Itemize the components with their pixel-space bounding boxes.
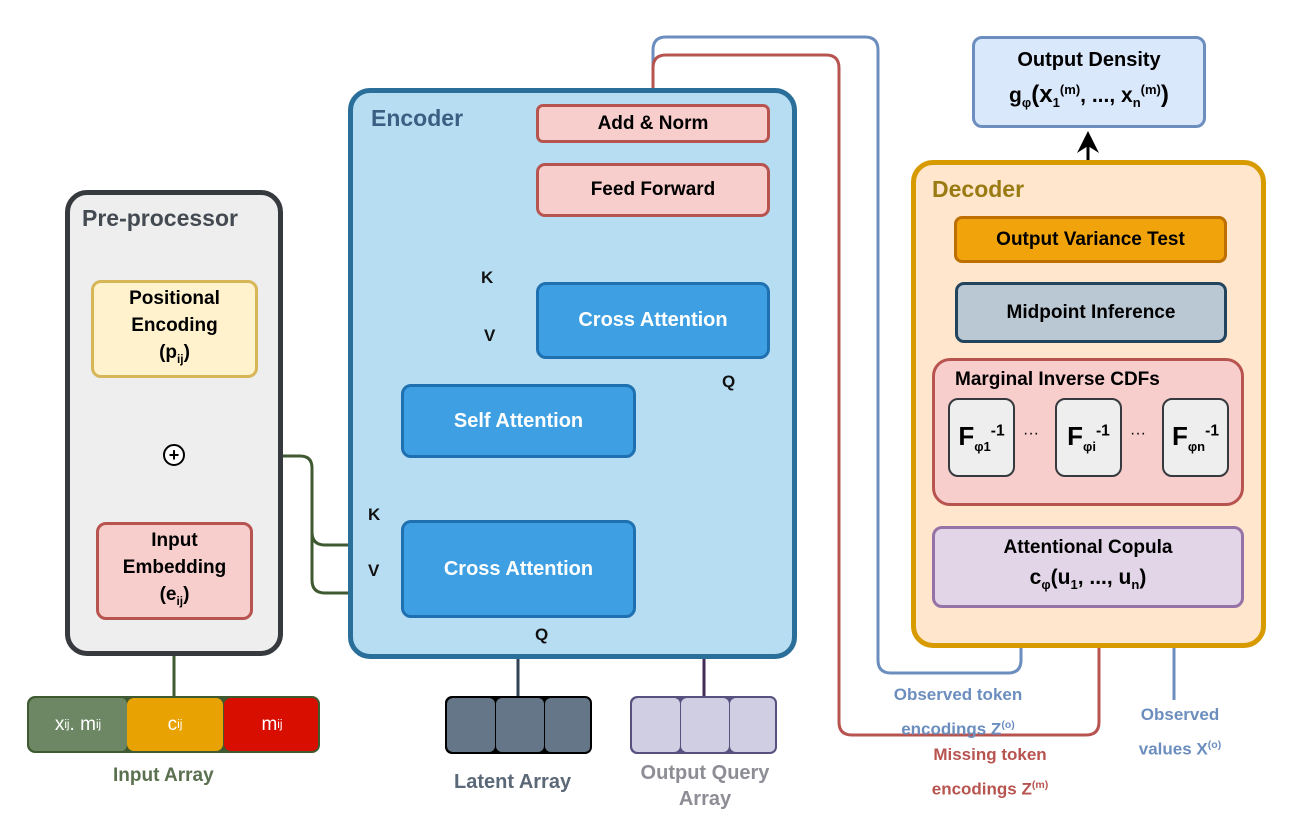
input-embedding-block[interactable]: Input Embedding (eij) (96, 522, 253, 620)
preprocessor-title: Pre-processor (82, 205, 238, 231)
ellipsis-2: ··· (1130, 425, 1146, 442)
feed-forward-block[interactable]: Feed Forward (536, 163, 770, 217)
input-embedding-line2: Embedding (122, 557, 227, 579)
attentional-copula-block[interactable]: Attentional Copula cφ(u1, ..., un) (932, 526, 1244, 608)
marginal-inverse-cdfs-title: Marginal Inverse CDFs (955, 369, 1160, 390)
latent-array-label: Latent Array (454, 771, 572, 793)
output-query-array-cell (730, 698, 775, 752)
missing-token-encodings-label: Missing token encodings Z(m) (931, 745, 1049, 799)
add-norm-block[interactable]: Add & Norm (536, 104, 770, 143)
latent-array-cell (545, 698, 590, 752)
v-label-top: V (484, 326, 496, 345)
output-density-block[interactable]: Output Density gφ(x1(m), ..., xn(m)) (972, 36, 1206, 128)
q-label-bottom: Q (535, 625, 549, 644)
decoder-title: Decoder (932, 176, 1025, 202)
latent-array-cell (447, 698, 495, 752)
input-array-label: Input Array (113, 765, 214, 786)
input-embedding-line1: Input (151, 530, 198, 552)
inverse-cdf-i-block[interactable]: Fφi-1 (1055, 398, 1122, 477)
observed-token-encodings-label: Observed token encodings Z(o) (893, 685, 1023, 739)
positional-encoding-line2: Encoding (131, 315, 218, 337)
inverse-cdf-1-block[interactable]: Fφ1-1 (948, 398, 1015, 477)
inverse-cdf-n-block[interactable]: Fφn-1 (1162, 398, 1229, 477)
encoder-title: Encoder (371, 105, 464, 131)
output-query-array-cell (632, 698, 680, 752)
output-query-array-cell (681, 698, 729, 752)
output-density-formula: gφ(x1(m), ..., xn(m)) (1009, 81, 1169, 111)
cross-attention-top-block[interactable]: Cross Attention (536, 282, 770, 359)
positional-encoding-block[interactable]: Positional Encoding (pij) (91, 280, 258, 378)
k-label-top: K (481, 268, 494, 287)
input-embedding-symbol: (eij) (159, 584, 190, 608)
q-label-top: Q (722, 372, 736, 391)
latent-array (445, 696, 592, 754)
arrow-head-icon (1077, 131, 1099, 153)
positional-encoding-line1: Positional (129, 288, 220, 310)
observed-values-label: Observed values X(o) (1138, 705, 1222, 759)
output-query-array (630, 696, 777, 754)
k-label-bottom: K (368, 505, 381, 524)
self-attention-block[interactable]: Self Attention (401, 384, 636, 458)
output-variance-test-block[interactable]: Output Variance Test (954, 216, 1227, 263)
midpoint-inference-block[interactable]: Midpoint Inference (955, 282, 1227, 343)
output-query-array-label: Output Query Array (640, 762, 770, 810)
latent-array-cell (496, 698, 544, 752)
attentional-copula-formula: cφ(u1, ..., un) (1029, 566, 1147, 593)
ellipsis-1: ··· (1023, 425, 1039, 442)
v-label-bottom: V (368, 561, 380, 580)
add-operator-icon: + (163, 444, 185, 466)
cross-attention-bottom-block[interactable]: Cross Attention (401, 520, 636, 618)
positional-encoding-symbol: (pij) (159, 342, 190, 366)
